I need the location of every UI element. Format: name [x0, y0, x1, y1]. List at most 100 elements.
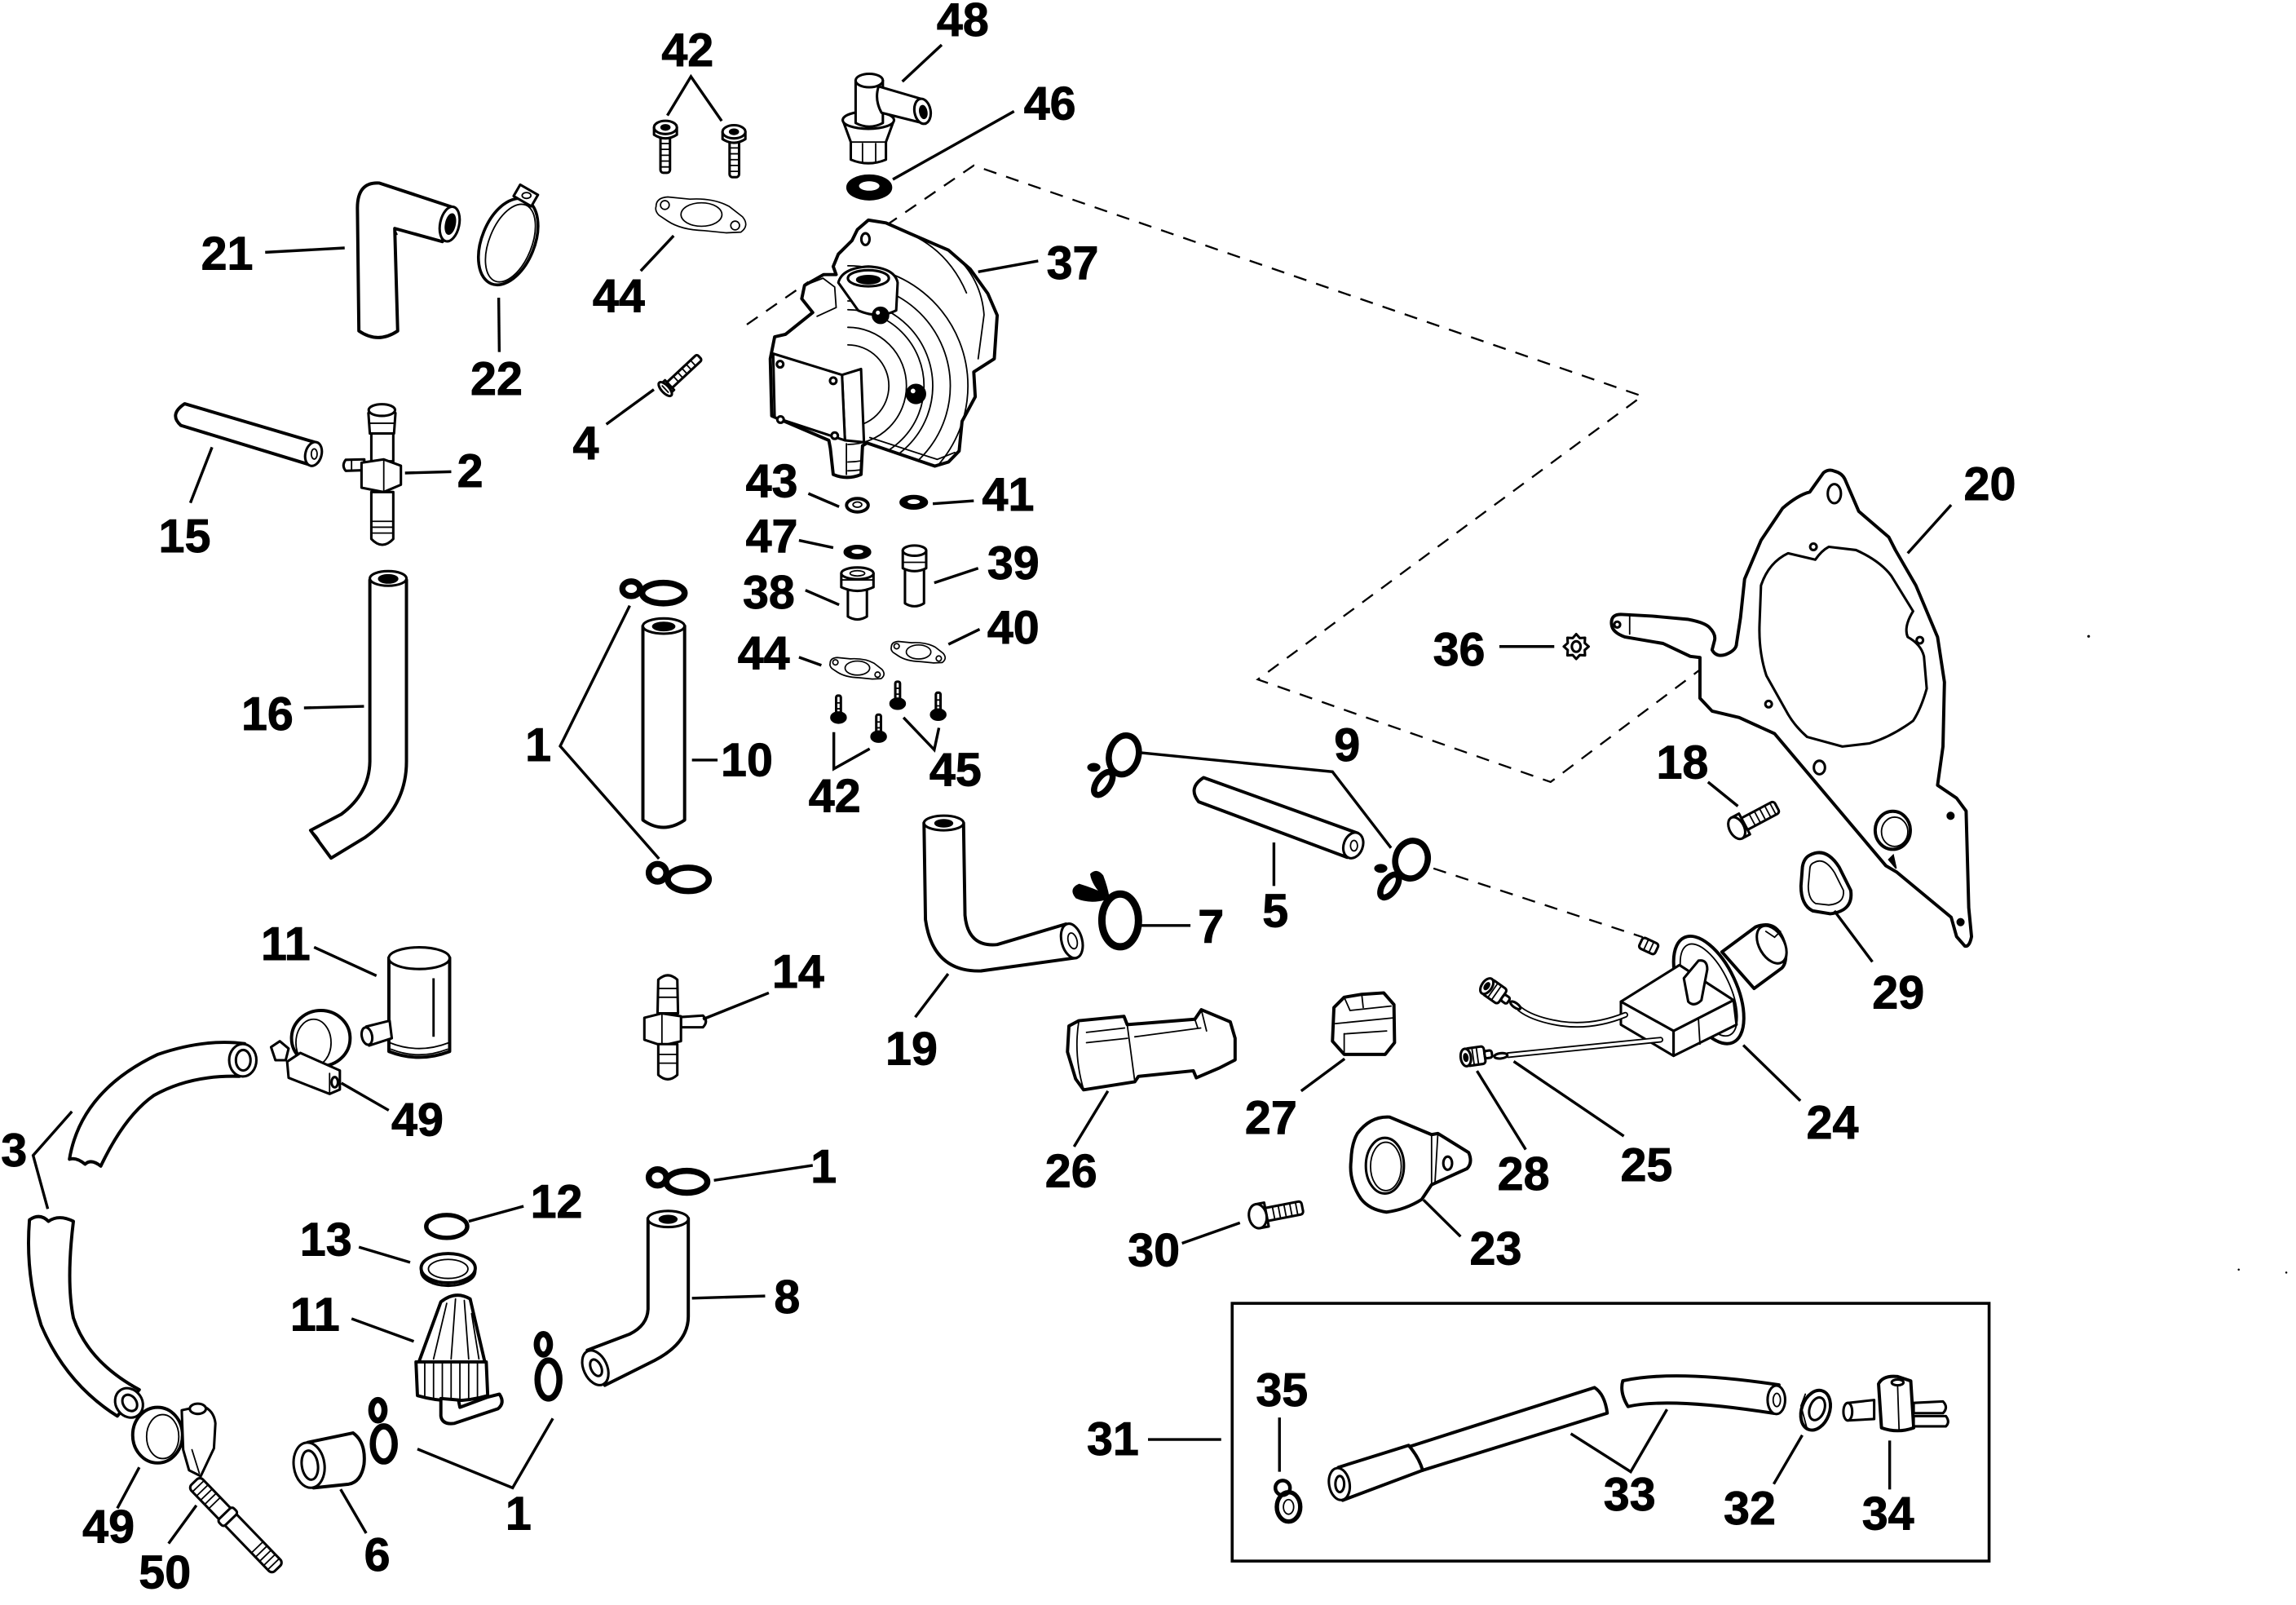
leader-13 [358, 1245, 411, 1264]
callout-21: 21 [201, 228, 254, 280]
part-50-stud [188, 1477, 283, 1574]
part-2-tee-fitting [342, 403, 403, 546]
part-43-washer [845, 497, 870, 514]
part-8-hose [581, 1209, 691, 1387]
leader-42-upper [666, 73, 723, 122]
callout-14: 14 [772, 946, 824, 998]
leader-1-middle [559, 604, 660, 860]
part-11-filter-cup [360, 946, 452, 1059]
dashed-line-pump-left [746, 281, 810, 325]
leader-38 [805, 589, 840, 607]
part-9-clip-left [1087, 732, 1142, 798]
leader-49-upper [340, 1081, 390, 1112]
callout-47: 47 [746, 511, 798, 563]
part-39-fitting [901, 544, 928, 608]
part-12-o-ring [424, 1213, 470, 1240]
leader-41 [932, 499, 974, 506]
leader-14 [702, 991, 770, 1021]
callout-46: 46 [1024, 77, 1076, 130]
callout-16: 16 [241, 688, 294, 741]
part-45-screw-right [929, 691, 947, 721]
callout-15: 15 [159, 511, 211, 563]
part-41-o-ring [899, 494, 929, 511]
callout-10: 10 [721, 735, 773, 787]
part-26-connector [1066, 1008, 1237, 1092]
speck [2285, 1271, 2288, 1274]
callout-11-lower: 11 [290, 1289, 340, 1341]
leader-3 [31, 1110, 73, 1209]
callout-43: 43 [746, 456, 798, 508]
callout-8: 8 [774, 1271, 800, 1324]
part-33-hose-long [1327, 1386, 1609, 1502]
leader-4 [605, 388, 655, 426]
callout-48: 48 [937, 0, 989, 46]
part-10-hose [641, 617, 687, 829]
callout-23: 23 [1470, 1223, 1522, 1276]
part-30-bolt [1247, 1200, 1305, 1230]
part-37-fuel-pump [768, 218, 1000, 480]
leader-6 [339, 1488, 368, 1534]
part-11-filter-element [414, 1293, 504, 1426]
callout-29: 29 [1872, 966, 1924, 1019]
callout-13: 13 [300, 1214, 352, 1267]
callout-24: 24 [1807, 1097, 1859, 1149]
leader-8 [691, 1294, 766, 1300]
leader-44-lower [798, 656, 822, 667]
leader-9 [1140, 751, 1393, 849]
leader-48 [901, 43, 943, 83]
part-13-washer [419, 1252, 477, 1288]
leader-32 [1772, 1434, 1804, 1485]
callout-42-lower: 42 [809, 771, 861, 823]
part-48-elbow-fitting [841, 72, 933, 165]
part-42-screw-lower-right [870, 713, 887, 743]
leader-28 [1476, 1070, 1527, 1151]
callout-41: 41 [982, 469, 1035, 521]
leader-40 [947, 628, 981, 646]
part-36-nut [1562, 632, 1591, 661]
callout-1-right: 1 [810, 1141, 837, 1193]
callout-26: 26 [1045, 1145, 1097, 1197]
callout-labels: 48 42 46 21 37 44 22 4 2 20 43 41 15 47 … [1, 0, 2016, 1599]
leader-30 [1181, 1221, 1241, 1245]
part-47-o-ring [843, 544, 872, 559]
callout-39: 39 [987, 537, 1040, 590]
part-33-hose-short [1620, 1374, 1786, 1416]
part-45-screw-left [889, 680, 907, 710]
leader-33 [1570, 1408, 1669, 1474]
speck [2237, 1268, 2240, 1271]
callout-1-bottom: 1 [506, 1488, 532, 1541]
part-1-clip-e [533, 1331, 563, 1402]
callout-20: 20 [1964, 458, 2016, 511]
callout-9: 9 [1334, 719, 1360, 772]
part-20-bracket-plate [1609, 468, 1974, 948]
plug-upper [1479, 977, 1512, 1005]
leader-1-right [713, 1164, 814, 1182]
leader-21 [265, 246, 345, 254]
part-6-sleeve [292, 1431, 366, 1490]
part-7-clamp [1072, 870, 1142, 951]
leader-43 [807, 492, 840, 508]
leader-1-bottom [417, 1417, 554, 1490]
part-25-wire-leads [1493, 1000, 1664, 1060]
dashed-reference-lines [746, 164, 1702, 939]
part-1-clip-a [619, 578, 688, 607]
part-5-hose [1192, 776, 1365, 860]
callout-22: 22 [470, 353, 523, 405]
part-18-bolt [1727, 800, 1781, 841]
part-42-screw-upper-left [652, 119, 678, 175]
speck [2087, 634, 2091, 638]
callout-50: 50 [139, 1546, 191, 1598]
callout-38: 38 [743, 567, 795, 619]
leader-39 [934, 567, 979, 585]
leader-11-lower [351, 1317, 415, 1343]
leader-42-lower [832, 732, 871, 772]
callout-36: 36 [1433, 624, 1486, 676]
leader-16 [303, 705, 364, 710]
callout-44-lower: 44 [738, 628, 790, 680]
callout-3: 3 [1, 1125, 27, 1177]
part-35-clip [1273, 1479, 1303, 1524]
part-3-hose-lower [27, 1214, 144, 1419]
part-34-valve [1842, 1374, 1949, 1433]
part-24-sender-unit [1619, 922, 1788, 1058]
